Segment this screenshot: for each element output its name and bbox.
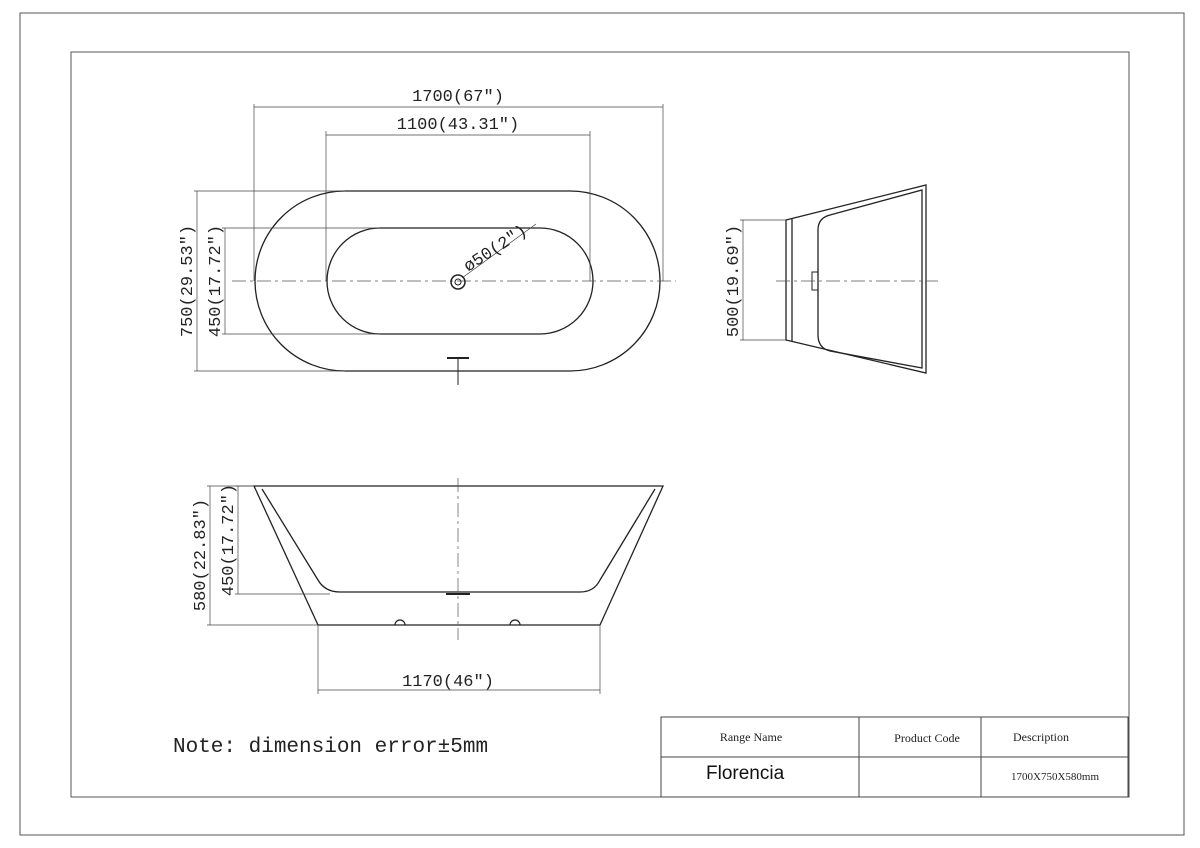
end-view: 500(19.69″) <box>725 184 938 374</box>
tub-outer-rim <box>254 190 661 372</box>
drain-label: ø50(2″) <box>461 222 531 277</box>
foot-right-icon <box>509 619 521 626</box>
inner-height-label: 450(17.72″) <box>220 484 239 596</box>
length-label: 1700(67″) <box>412 88 504 107</box>
description-header: Description <box>1013 730 1069 744</box>
top-view: ø50(2″) 1700(67″) 1100(43.31″) 750(29.53… <box>179 88 676 385</box>
range-name-header: Range Name <box>720 730 782 744</box>
side-view-outline <box>252 485 665 626</box>
end-view-inner <box>817 189 923 369</box>
product-code-header: Product Code <box>894 731 960 745</box>
inner-length-label: 1100(43.31″) <box>397 116 519 135</box>
side-view: 580(22.83″) 450(17.72″) 1170(46″) <box>192 478 665 694</box>
depth-label: 500(19.69″) <box>725 225 744 337</box>
description-value: 1700X750X580mm <box>1011 771 1099 783</box>
drain-leader <box>461 223 537 279</box>
base-length-label: 1170(46″) <box>402 673 494 692</box>
range-name-value: Florencia <box>706 763 785 784</box>
tub-inner-basin <box>326 227 594 335</box>
inner-width-label: 450(17.72″) <box>207 225 226 337</box>
drain-icon <box>450 274 466 290</box>
width-label: 750(29.53″) <box>179 225 198 337</box>
side-view-basin <box>261 488 656 593</box>
outer-border <box>19 12 1185 836</box>
foot-left-icon <box>394 619 406 626</box>
tolerance-note: Note: dimension error±5mm <box>173 736 488 759</box>
end-view-outline <box>785 184 927 374</box>
inner-border <box>70 51 1130 798</box>
height-label: 580(22.83″) <box>192 499 211 611</box>
drain-inner-icon <box>454 278 462 286</box>
title-block: Range Name Product Code Description Flor… <box>660 716 1129 798</box>
